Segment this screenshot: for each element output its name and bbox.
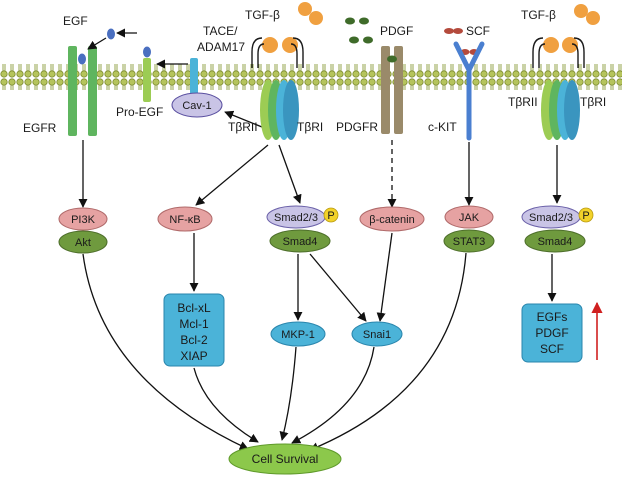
smad23-right-label: Smad2/3 — [529, 212, 573, 224]
pdgf-ligand-b — [359, 17, 369, 25]
egf-bound-icon — [78, 53, 86, 65]
tgfb-left-ligand-a — [262, 37, 278, 53]
cell-survival-label: Cell Survival — [252, 452, 319, 466]
arrow-mkp1-to-survival — [279, 346, 297, 441]
beta-catenin-label: β-catenin — [369, 214, 414, 226]
tgfb-right-ligand-a — [543, 37, 559, 53]
pdgf-ligand-d — [363, 36, 373, 44]
tgfb-right-ligand-free-b — [586, 11, 600, 25]
arrow-beta-catenin-to-snai1 — [376, 232, 393, 322]
pdgf-ligand-c — [349, 36, 359, 44]
egfs-label: EGFs — [537, 310, 568, 324]
adam17-label: ADAM17 — [197, 40, 245, 54]
pdgf-bound-icon — [387, 55, 397, 63]
arrow-smad4-to-snai1 — [309, 253, 367, 322]
arrow-tgfbr-to-nfkb — [195, 144, 269, 206]
nfkb-node — [157, 206, 213, 232]
stat3-label: STAT3 — [453, 236, 486, 248]
cell-survival-node — [228, 443, 342, 475]
tbri-right-label: TβRI — [580, 95, 606, 109]
tgfb-right-label: TGF-β — [521, 8, 556, 22]
bcl2-label: Bcl-2 — [180, 333, 208, 347]
egf-free-icon — [107, 28, 115, 40]
growth-factor-box — [521, 303, 583, 363]
smad4-left-node — [269, 229, 331, 253]
egfr-receptor — [68, 46, 97, 136]
pro-egf-head-icon — [143, 46, 151, 58]
tgfb-left-label: TGF-β — [245, 8, 280, 22]
arrow-tgfbr-to-cav1 — [224, 110, 263, 128]
smad4-left-label: Smad4 — [283, 236, 318, 248]
cell-membrane — [0, 64, 622, 90]
pdgf-label: PDGF — [380, 24, 413, 38]
beta-catenin-node — [359, 206, 425, 232]
xiap-label: XIAP — [180, 349, 207, 363]
tgfb-left-ligand-b — [282, 37, 298, 53]
pi3k-node — [58, 207, 108, 231]
phospho-left-icon — [323, 207, 339, 223]
scf-label: SCF — [466, 24, 490, 38]
snai1-node — [351, 321, 403, 347]
nfkb-label: NF-κB — [169, 214, 200, 226]
cav1-label: Cav-1 — [182, 100, 211, 112]
pro-egf-stalk — [143, 58, 151, 102]
tace-adam17-stalk — [190, 58, 198, 102]
akt-node — [58, 230, 108, 254]
tbrii-right-label: TβRII — [508, 95, 538, 109]
tgfbr-right-domains — [541, 80, 580, 140]
pi3k-label: PI3K — [71, 214, 96, 226]
smad4-right-node — [524, 229, 586, 253]
arrow-tgfbr-to-smad-left — [278, 144, 302, 204]
tgfb-left-ligand-free-a — [298, 2, 312, 16]
scf-ligand-b — [453, 28, 463, 34]
tace-label: TACE/ — [203, 24, 238, 38]
arrow-snai1-to-survival — [291, 346, 375, 444]
egf-label: EGF — [63, 14, 88, 28]
mcl1-label: Mcl-1 — [179, 317, 209, 331]
tbri-left-label: TβRI — [297, 120, 323, 134]
pdgf-box-label: PDGF — [535, 326, 568, 340]
jak-label: JAK — [459, 212, 480, 224]
tgfb-right-ligand-free-a — [574, 4, 588, 18]
pdgfr-receptor — [381, 46, 403, 134]
arrow-akt-to-survival — [82, 253, 249, 450]
tgfbr-right-receptor — [532, 37, 585, 68]
bcl-box — [163, 293, 225, 367]
phospho-left-label: P — [327, 210, 334, 222]
tgfbr-left-domains — [260, 80, 299, 140]
smad4-right-label: Smad4 — [538, 236, 573, 248]
pdgfr-label: PDGFR — [336, 120, 378, 134]
arrow-bcl-to-survival — [193, 367, 259, 443]
arrow-stat3-to-survival — [309, 252, 467, 452]
scf-box-label: SCF — [540, 342, 564, 356]
bcl-xl-label: Bcl-xL — [177, 301, 211, 315]
mkp1-label: MKP-1 — [281, 329, 315, 341]
ckit-receptor — [453, 41, 485, 141]
phospho-right-label: P — [582, 210, 589, 222]
pdgf-ligand-a — [345, 17, 355, 25]
scf-ligand-a — [444, 28, 454, 34]
phospho-right-icon — [578, 207, 594, 223]
snai1-label: Snai1 — [363, 329, 391, 341]
arrow-egf-up — [87, 37, 107, 50]
pro-egf-label: Pro-EGF — [116, 105, 163, 119]
mkp1-node — [270, 321, 326, 347]
cav1-node — [171, 92, 223, 118]
akt-label: Akt — [75, 237, 91, 249]
smad23-left-label: Smad2/3 — [274, 212, 318, 224]
egfr-label: EGFR — [23, 121, 57, 135]
tgfbr-left-receptor — [251, 37, 304, 68]
jak-node — [444, 205, 494, 229]
tbrii-left-label: TβRII — [228, 120, 258, 134]
tgfb-left-ligand-free-b — [309, 11, 323, 25]
tgfb-right-ligand-b — [562, 37, 578, 53]
stat3-node — [443, 229, 495, 253]
ckit-label: c-KIT — [428, 120, 457, 134]
